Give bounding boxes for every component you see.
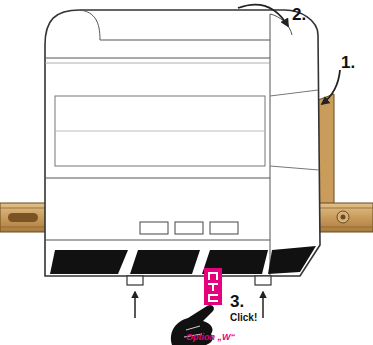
device-housing <box>45 10 320 276</box>
rail-latch <box>127 276 143 285</box>
option-label: Option „W“ <box>186 333 235 342</box>
terminal <box>140 222 168 234</box>
rail-screw <box>337 211 349 223</box>
step-number: 2. <box>292 6 306 23</box>
push-arrow <box>134 292 136 318</box>
front-recess <box>55 96 265 166</box>
panel-line <box>45 58 270 59</box>
terminal <box>210 222 238 234</box>
side-edge <box>270 14 271 276</box>
tab-mark-bar <box>212 283 214 291</box>
step-number: 1. <box>341 54 355 71</box>
panel-line <box>45 240 270 241</box>
panel-line <box>55 131 265 132</box>
push-arrow <box>262 292 264 318</box>
tab-mark-bar <box>208 272 210 280</box>
side-line <box>270 166 319 170</box>
tab-mark-bar <box>208 300 218 302</box>
vent-slot <box>130 250 200 274</box>
rail-flange <box>318 94 334 205</box>
terminal <box>175 222 203 234</box>
vent-slot <box>50 250 128 274</box>
vent-slot <box>268 246 316 274</box>
tilt-arrow <box>238 5 288 26</box>
rail-latch <box>255 276 271 285</box>
housing-edge <box>80 10 270 40</box>
tab-mark <box>208 272 218 302</box>
release-tab <box>204 268 222 305</box>
tab-mark-bar <box>216 272 218 280</box>
click-note: Click! <box>230 313 257 323</box>
hook-arrow <box>322 70 340 104</box>
rail-screw-center <box>341 215 346 220</box>
step-number: 3. <box>230 293 244 310</box>
rail-slot <box>8 213 38 222</box>
panel-line <box>45 63 270 64</box>
panel-line <box>45 178 270 179</box>
side-line <box>270 90 318 96</box>
